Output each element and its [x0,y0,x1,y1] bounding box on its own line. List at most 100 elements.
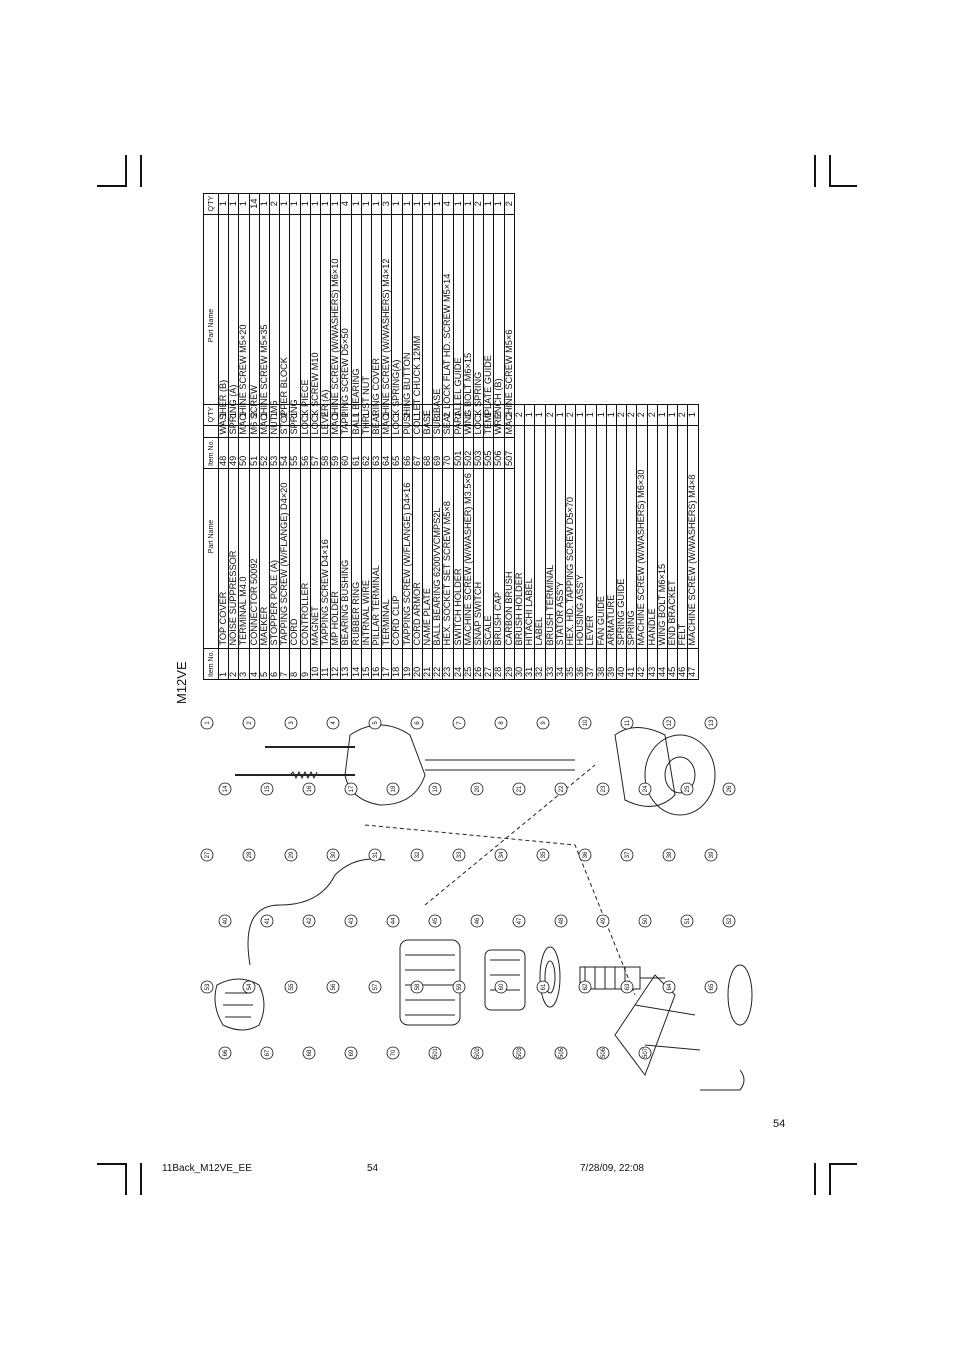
item-no-cell: 28 [493,648,505,680]
item-no-cell: 25 [463,648,474,680]
callout-22: 22 [554,782,568,796]
part-name-cell: SEAL LOCK FLAT HD. SCREW M5×14 [442,214,454,438]
callout-60: 60 [494,980,508,994]
callout-29: 29 [284,848,298,862]
part-name-cell: MACHINE SCREW (W/WASHERS) M4×8 [687,425,699,649]
svg-text:3: 3 [289,721,295,725]
svg-text:65: 65 [709,983,715,990]
qty-cell: 1 [606,404,617,426]
item-no-cell: 51 [249,437,260,469]
svg-text:9: 9 [541,721,547,725]
callout-505: 505 [554,1046,568,1060]
svg-text:52: 52 [727,917,733,924]
item-no-cell: 48 [218,437,229,469]
qty-cell: 1 [218,193,229,215]
callout-52: 52 [722,914,736,928]
qty-cell: 1 [575,404,586,426]
qty-cell: 1 [412,193,423,215]
svg-text:50: 50 [643,917,649,924]
qty-cell: 2 [616,404,627,426]
footer-datetime: 7/28/09, 22:08 [580,1163,644,1174]
svg-text:36: 36 [583,851,589,858]
callout-37: 37 [620,848,634,862]
item-no-cell: 21 [422,648,433,680]
callout-48: 48 [554,914,568,928]
item-no-cell: 57 [310,437,321,469]
item-no-cell: 506 [493,437,505,469]
svg-text:17: 17 [349,785,355,792]
item-no-cell: 31 [524,648,535,680]
item-no-cell: 64 [381,437,392,469]
callout-70: 70 [386,1046,400,1060]
svg-text:6: 6 [415,721,421,725]
part-name-cell: BEARING COVER [371,214,382,438]
template-guide-shape [727,964,753,1026]
item-no-cell: 53 [269,437,280,469]
qty-cell: 1 [524,404,535,426]
svg-text:507: 507 [643,1047,649,1058]
qty-cell: 2 [504,193,515,215]
item-no-cell: 11 [320,648,331,680]
callout-53: 53 [200,980,214,994]
item-no-cell: 33 [545,648,556,680]
header-item-no: Item No. [203,437,219,469]
item-no-cell: 16 [371,648,382,680]
part-name-cell: LEVER (A) [320,214,331,438]
callout-8: 8 [494,716,508,730]
part-name-cell: STOPPER BLOCK [279,214,290,438]
qty-cell: 1 [667,404,678,426]
part-name-cell: BRUSH HOLDER [514,425,525,649]
qty-cell: 4 [442,193,454,215]
qty-cell: 2 [473,193,484,215]
item-no-cell: 501 [453,437,464,469]
callout-11: 11 [620,716,634,730]
top-cover-shape [214,978,265,1031]
item-no-cell: 44 [657,648,668,680]
qty-cell: 1 [493,193,505,215]
svg-text:18: 18 [391,785,397,792]
item-no-cell: 10 [310,648,321,680]
callout-67: 67 [260,1046,274,1060]
item-no-cell: 41 [626,648,637,680]
callout-32: 32 [410,848,424,862]
item-no-cell: 30 [514,648,525,680]
callout-31: 31 [368,848,382,862]
qty-cell: 2 [647,404,658,426]
qty-cell: 1 [351,193,362,215]
item-no-cell: 50 [238,437,250,469]
part-name-cell: WRENCH (B) [493,214,505,438]
svg-text:68: 68 [307,1049,313,1056]
svg-text:47: 47 [517,917,523,924]
qty-cell: 2 [677,404,688,426]
item-no-cell: 55 [289,437,301,469]
qty-cell: 1 [289,193,301,215]
item-no-cell: 34 [555,648,566,680]
svg-text:1: 1 [205,721,211,725]
part-name-cell: FELT [677,425,688,649]
qty-cell: 2 [269,193,280,215]
item-no-cell: 49 [228,437,239,469]
svg-text:38: 38 [667,851,673,858]
svg-text:19: 19 [433,785,439,792]
item-no-cell: 62 [361,437,372,469]
item-no-cell: 14 [351,648,362,680]
item-no-cell: 503 [473,437,484,469]
part-name-cell: STATOR ASS'Y [555,425,566,649]
callout-23: 23 [596,782,610,796]
svg-text:505: 505 [559,1047,565,1058]
svg-text:22: 22 [559,785,565,792]
callout-33: 33 [452,848,466,862]
part-name-cell: FAN GUIDE [596,425,607,649]
callout-17: 17 [344,782,358,796]
